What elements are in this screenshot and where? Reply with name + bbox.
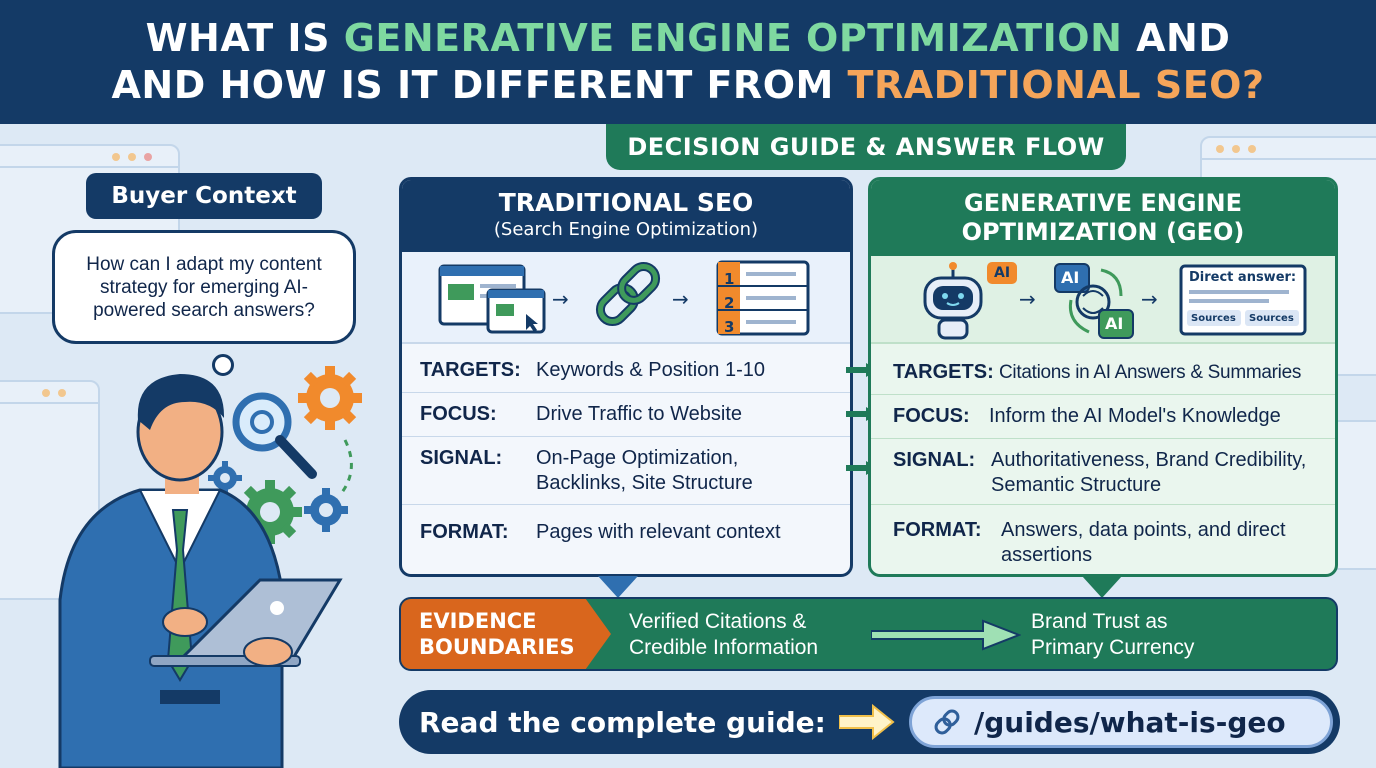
- evidence-boundaries-banner: EVIDENCE BOUNDARIES Verified Citations &…: [399, 597, 1338, 671]
- row-label: FORMAT:: [420, 521, 509, 543]
- evidence-text-line: Primary Currency: [1031, 636, 1195, 659]
- sources-chip: Sources: [1249, 313, 1294, 324]
- geo-panel-title: GENERATIVE ENGINE OPTIMIZATION (GEO): [871, 180, 1335, 256]
- row-value: Citations in AI Answers & Summaries: [999, 362, 1302, 383]
- geo-illustration: → → AI AI AI Direct answer:: [871, 256, 1335, 344]
- svg-text:→: →: [672, 287, 689, 311]
- ranked-list-icon: [716, 260, 810, 336]
- seo-row-format: FORMAT: Pages with relevant context: [420, 520, 840, 545]
- seo-title: TRADITIONAL SEO: [498, 188, 754, 217]
- down-pointer-icon: [1082, 576, 1122, 598]
- row-value: Inform the AI Model's Knowledge: [989, 405, 1281, 427]
- traditional-seo-panel: TRADITIONAL SEO (Search Engine Optimizat…: [399, 177, 853, 577]
- buyer-question: How can I adapt my content strategy for …: [86, 253, 322, 321]
- ai-cycle-icon: [1054, 263, 1134, 339]
- header-highlight-geo: GENERATIVE ENGINE OPTIMIZATION: [343, 16, 1123, 60]
- arrow-right-icon: [839, 704, 895, 740]
- list-number-1: 1: [724, 270, 735, 288]
- buyer-context-label: Buyer Context: [86, 173, 322, 219]
- list-number-2: 2: [724, 294, 735, 312]
- row-label: SIGNAL:: [420, 447, 503, 469]
- sources-chip: Sources: [1191, 313, 1236, 324]
- down-pointer-icon: [598, 576, 638, 598]
- geo-panel: GENERATIVE ENGINE OPTIMIZATION (GEO) →: [868, 177, 1338, 577]
- seo-subtitle: (Search Engine Optimization): [493, 219, 759, 240]
- evidence-label: EVIDENCE BOUNDARIES: [401, 599, 611, 669]
- gear-icon: [208, 461, 242, 495]
- evidence-label-line: EVIDENCE: [419, 609, 537, 633]
- row-label: FOCUS:: [420, 403, 497, 425]
- list-number-3: 3: [724, 318, 735, 336]
- svg-text:→: →: [552, 287, 569, 311]
- evidence-text-line: Brand Trust as: [1031, 610, 1168, 633]
- svg-text:→: →: [1019, 287, 1036, 311]
- gear-icon: [304, 488, 348, 532]
- header-line-2: AND HOW IS IT DIFFERENT FROM TRADITIONAL…: [111, 62, 1264, 109]
- geo-row-format: FORMAT: Answers, data points, and direct…: [893, 518, 1325, 568]
- seo-row-focus: FOCUS: Drive Traffic to Website: [420, 402, 840, 427]
- decision-guide-tab: DECISION GUIDE & ANSWER FLOW: [606, 124, 1126, 170]
- row-label: FOCUS:: [893, 405, 970, 427]
- evidence-middle-text: Verified Citations & Credible Informatio…: [629, 609, 818, 661]
- header-highlight-seo: TRADITIONAL SEO?: [847, 63, 1265, 107]
- read-guide-cta: Read the complete guide:: [419, 705, 826, 739]
- footer-cta-bar: Read the complete guide: /guides/what-is…: [399, 690, 1340, 754]
- buyer-question-bubble: How can I adapt my content strategy for …: [52, 230, 356, 344]
- seo-panel-title: TRADITIONAL SEO (Search Engine Optimizat…: [402, 180, 850, 252]
- geo-row-targets: TARGETS: Citations in AI Answers & Summa…: [893, 360, 1325, 385]
- seo-row-targets: TARGETS: Keywords & Position 1-10: [420, 358, 840, 383]
- row-value: Answers, data points, and direct asserti…: [1001, 519, 1286, 566]
- row-value: Pages with relevant context: [536, 521, 781, 543]
- header-text: WHAT IS: [145, 16, 344, 60]
- evidence-right-text: Brand Trust as Primary Currency: [1031, 609, 1194, 661]
- row-value: Keywords & Position 1-10: [536, 359, 766, 381]
- row-value: On-Page Optimization, Backlinks, Site St…: [536, 447, 753, 494]
- ai-badge-label: AI: [994, 265, 1011, 281]
- guide-link-text[interactable]: /guides/what-is-geo: [974, 705, 1286, 739]
- browser-window-icon: [438, 264, 546, 334]
- row-label: SIGNAL:: [893, 449, 976, 471]
- page-header: WHAT IS GENERATIVE ENGINE OPTIMIZATION A…: [0, 0, 1376, 124]
- seo-row-signal: SIGNAL: On-Page Optimization, Backlinks,…: [420, 446, 840, 496]
- ai-chat-badge-icon: [987, 262, 1017, 284]
- geo-flow-illustration: → →: [923, 262, 1307, 340]
- row-label: FORMAT:: [893, 519, 982, 541]
- ai-badge-label-blue: AI: [1061, 268, 1080, 287]
- evidence-label-line: BOUNDARIES: [419, 635, 575, 659]
- guide-link[interactable]: /guides/what-is-geo: [909, 696, 1333, 748]
- geo-title-line2: OPTIMIZATION (GEO): [961, 218, 1245, 246]
- chain-link-icon: [595, 261, 661, 327]
- row-label: TARGETS:: [420, 359, 521, 381]
- geo-row-signal: SIGNAL: Authoritativeness, Brand Credibi…: [893, 448, 1325, 498]
- seo-illustration: → → 1 2 3: [402, 252, 850, 344]
- thought-dot: [212, 354, 234, 376]
- link-icon: [934, 709, 960, 735]
- row-label: TARGETS:: [893, 361, 994, 383]
- svg-text:→: →: [1141, 287, 1158, 311]
- header-text: AND HOW IS IT DIFFERENT FROM: [111, 63, 848, 107]
- answer-card-title: Direct answer:: [1189, 270, 1297, 285]
- arrow-right-icon: [871, 619, 1021, 651]
- evidence-text-line: Credible Information: [629, 636, 819, 659]
- geo-title-line1: GENERATIVE ENGINE: [964, 189, 1242, 217]
- answer-card-icon: [1179, 264, 1307, 336]
- evidence-text-line: Verified Citations &: [629, 610, 807, 633]
- row-value: Drive Traffic to Website: [536, 403, 742, 425]
- header-text: AND: [1122, 16, 1231, 60]
- geo-row-focus: FOCUS: Inform the AI Model's Knowledge: [893, 404, 1325, 429]
- magnifier-icon: [232, 392, 317, 479]
- ai-badge-label-green: AI: [1105, 314, 1124, 333]
- person-with-laptop-illustration: [58, 366, 362, 768]
- gear-icon: [298, 366, 362, 430]
- header-line-1: WHAT IS GENERATIVE ENGINE OPTIMIZATION A…: [146, 15, 1231, 62]
- robot-icon: [923, 262, 983, 340]
- row-value: Authoritativeness, Brand Credibility, Se…: [991, 449, 1307, 496]
- seo-flow-illustration: → →: [438, 260, 810, 336]
